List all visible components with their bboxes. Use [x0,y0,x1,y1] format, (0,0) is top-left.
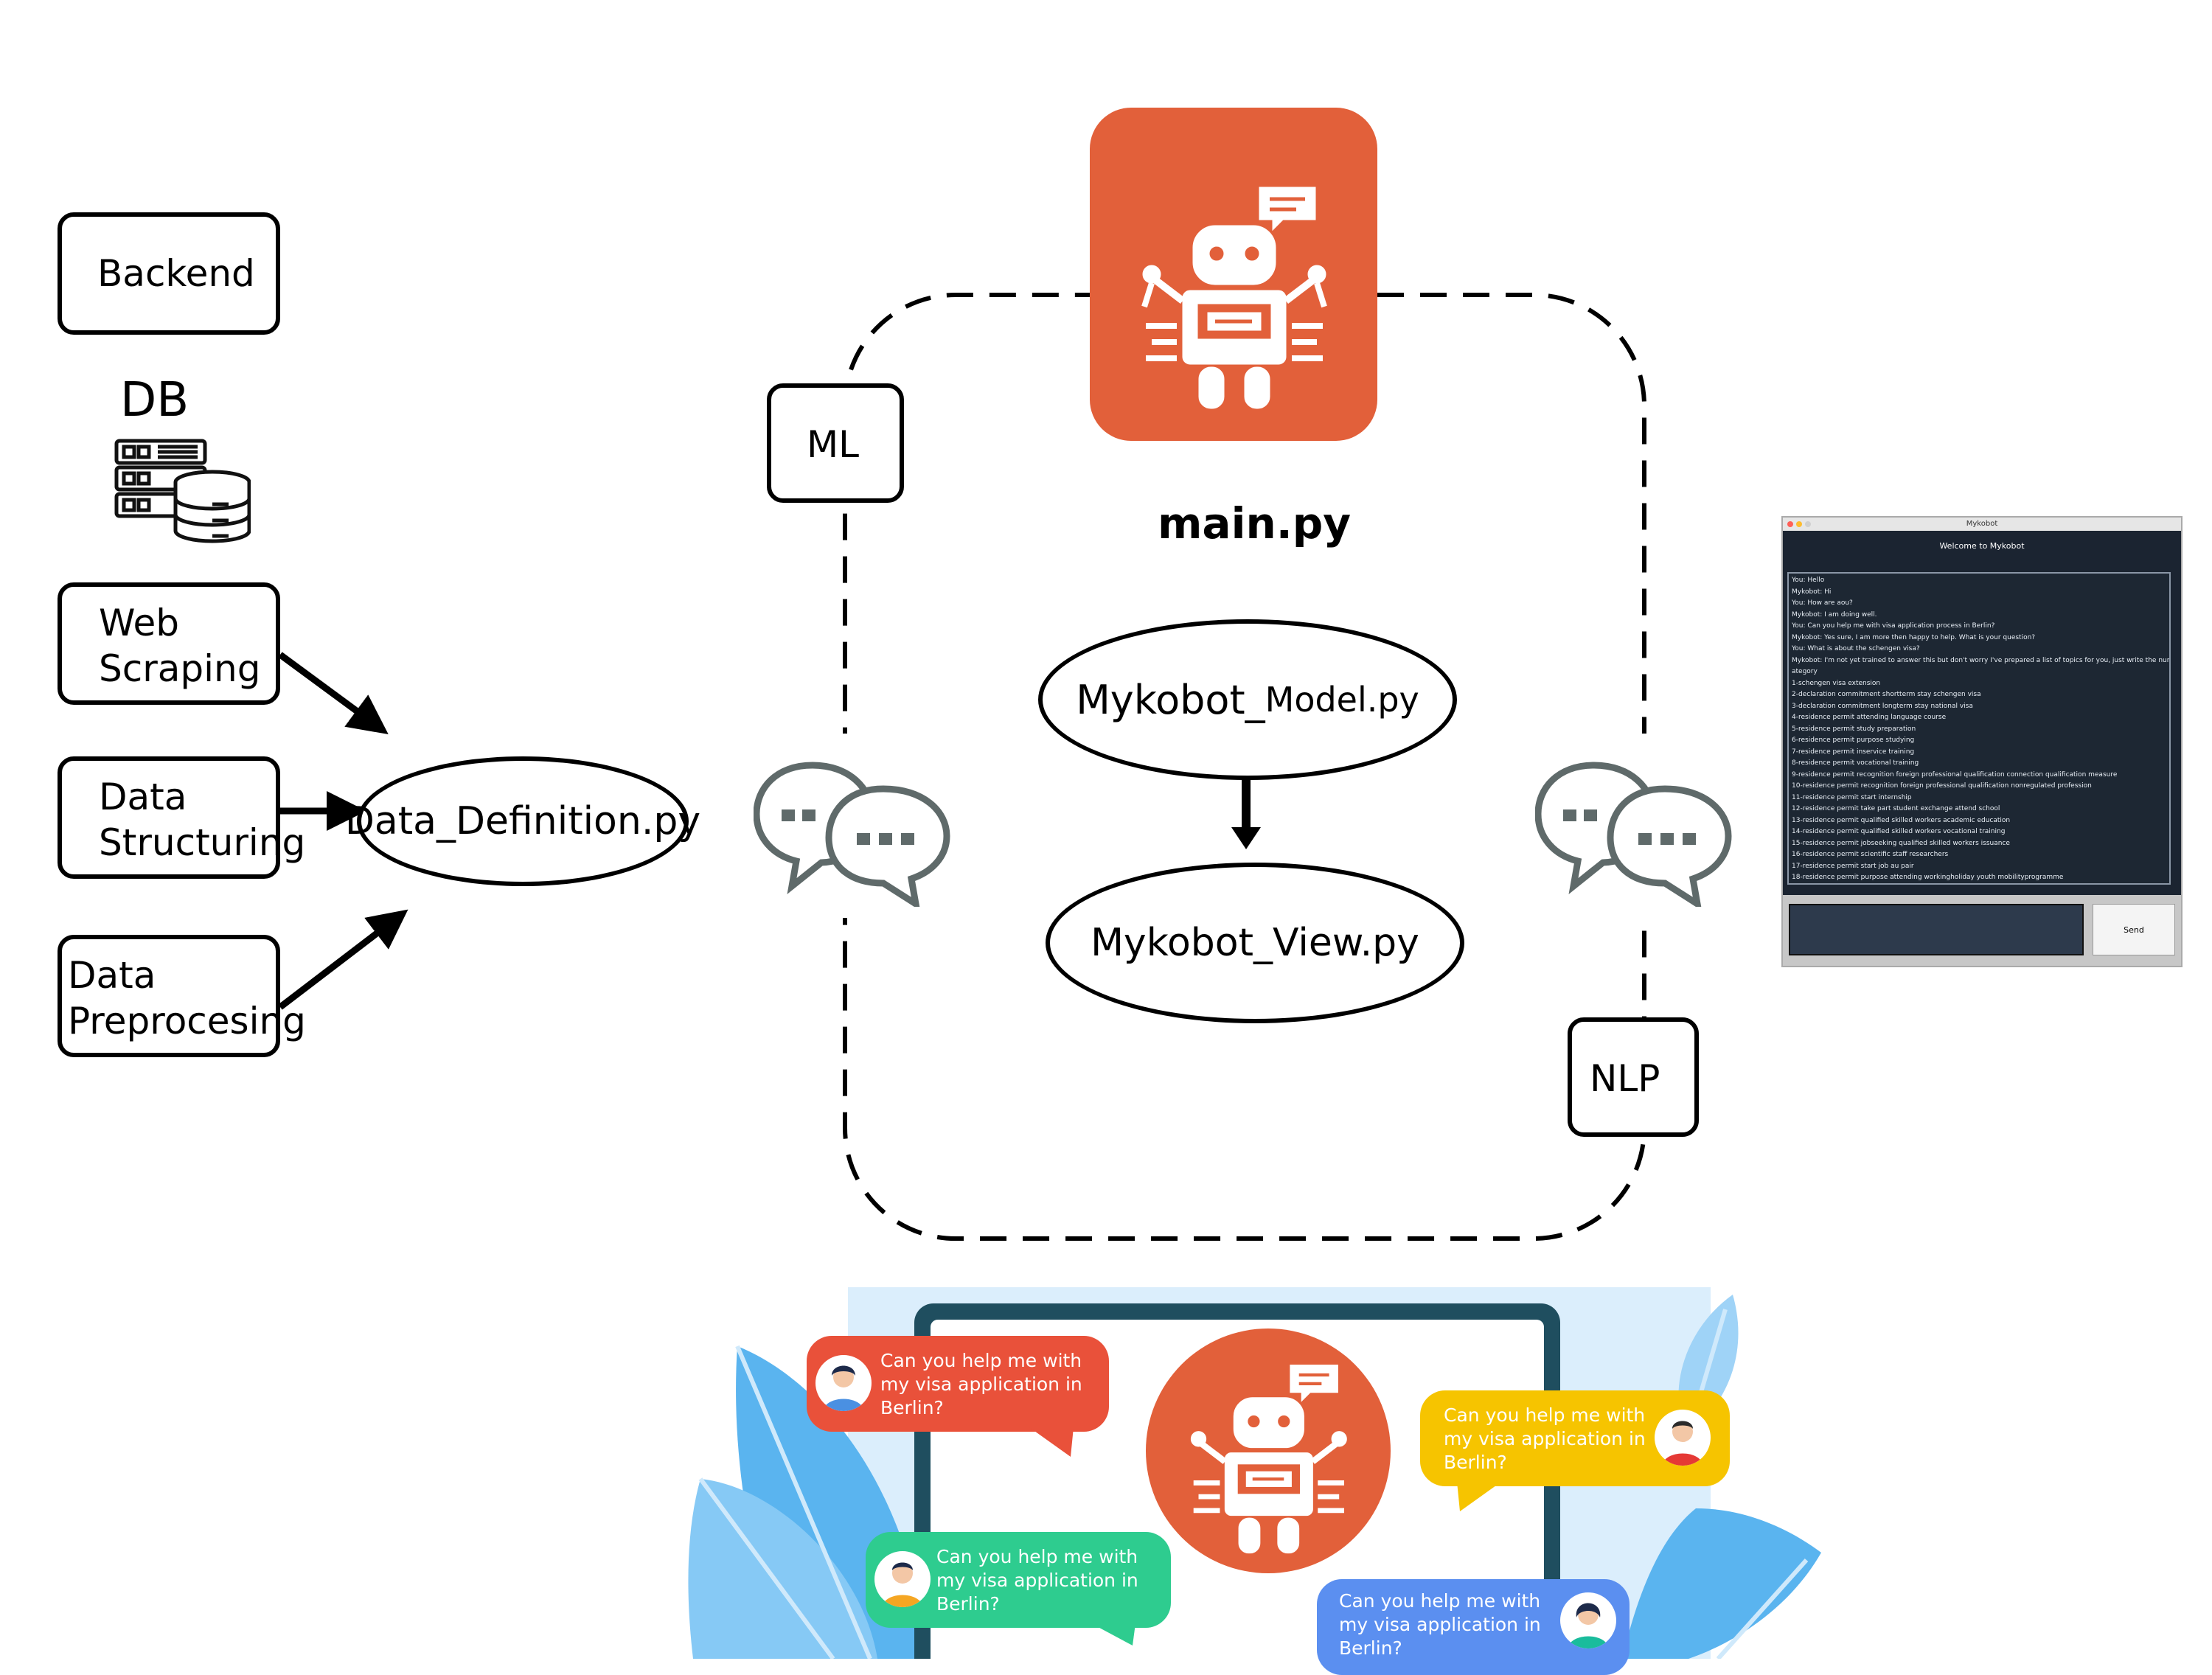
avatar [815,1355,872,1411]
chat-bubble-red: Can you help me with my visa application… [807,1336,1109,1432]
chat-bubble-yellow: Can you help me with my visa application… [1420,1390,1730,1486]
mykobot-model-label-prefix: Mykobot_ [1076,676,1265,723]
chat-bubbles-icon [754,762,950,907]
chat-log-line: You: What is about the schengen visa? [1792,645,1920,652]
data-structuring-box: Data Structuring [58,756,305,879]
leaf-right-1 [1622,1508,1821,1659]
chat-log-line: 15-residence permit jobseeking qualified… [1792,839,2010,847]
web-scraping-label-2: Scraping [99,647,261,690]
mykobot-model-oval: Mykobot_Model.py [1038,619,1457,780]
arrows-to-data-definition [278,652,408,1010]
chat-log-line: 12-residence permit take part student ex… [1792,805,2000,812]
chat-log-line: 3-declaration commitment longterm stay n… [1792,702,1973,710]
chat-log-line: Mykobot: Yes sure, I am more then happy … [1792,633,2036,641]
chat-log-line: 9-residence permit recognition foreign p… [1792,770,2118,779]
data-preprocessing-label-2: Preprocesing [68,1000,306,1042]
db-label: DB [120,373,189,428]
mykobot-view-label: Mykobot_View.py [1091,921,1419,965]
chat-bubble-text: Can you help me with my visa application… [936,1546,1138,1615]
chat-bubble-text: Can you help me with my visa application… [1444,1404,1646,1473]
chat-bubble-green: Can you help me with my visa application… [866,1532,1171,1628]
arrow-model-to-view [1231,779,1261,849]
robot-app-icon [1090,108,1377,441]
chat-log-line: You: Can you help me with visa applicati… [1792,622,1995,630]
chat-log-line: 13-residence permit qualified skilled wo… [1792,816,2011,824]
arrow-data-preprocessing [278,909,408,1010]
data-definition-oval: Data_Definition.py [345,756,700,886]
arrow-web-scraping [278,652,389,735]
chat-bubble-text: Can you help me with my visa application… [880,1350,1082,1418]
ml-box: ML [767,383,904,503]
data-definition-label: Data_Definition.py [344,799,701,843]
web-scraping-box: Web Scraping [58,582,280,705]
chat-log-line: 10-residence permit recognition foreign … [1792,782,2092,790]
mykobot-model-label-suffix: Model.py [1265,680,1419,720]
chat-log-line: 11-residence permit start internship [1792,793,1912,801]
window-title: Mykobot [1966,520,1998,528]
robot-icon [1190,1364,1347,1554]
chat-log-line: 1-schengen visa extension [1792,679,1881,687]
chat-log-line: 2-declaration commitment shortterm stay … [1792,691,1981,698]
send-button[interactable]: Send [2093,904,2175,955]
data-preprocessing-label-1: Data [68,954,156,997]
avatar [1655,1410,1711,1466]
backend-box: Backend [58,212,280,335]
welcome-header: Welcome to Mykobot [1939,541,2025,551]
mykobot-view-oval: Mykobot_View.py [1046,863,1464,1023]
bubble-tail-yellow [1457,1482,1501,1511]
web-scraping-label-1: Web [99,602,180,644]
robot-icon [1141,187,1327,409]
window-titlebar: Mykobot [1783,518,2181,531]
avatar [1560,1592,1616,1648]
chat-bubble-blue: Can you help me with my visa application… [1317,1579,1630,1675]
chat-log-line: Mykobot: Hi [1792,588,1832,596]
minimize-dot [1796,521,1802,527]
message-input[interactable] [1789,904,2084,955]
avatar [874,1551,931,1607]
chat-log-line: Mykobot: I'm not yet trained to answer t… [1792,656,2171,664]
chat-bubbles-icon [1535,762,1732,907]
chat-log-line: 5-residence permit study preparation [1792,725,1916,733]
maximize-dot [1805,521,1811,527]
chat-log-line: 6-residence permit purpose studying [1792,736,1915,744]
data-structuring-label-2: Structuring [99,821,306,864]
close-dot [1787,521,1793,527]
chat-log-line: 18-residence permit purpose attending wo… [1792,874,2064,881]
data-preprocessing-box: Data Preprocesing [58,935,306,1057]
main-py-label: main.py [1158,498,1352,549]
chat-log-line: ategory [1792,668,1818,675]
chat-log-line: 14-residence permit qualified skilled wo… [1792,828,2006,835]
data-structuring-label-1: Data [99,776,187,818]
nlp-label: NLP [1590,1057,1660,1100]
bubble-tail-red [1029,1427,1074,1457]
nlp-box: NLP [1568,1017,1699,1137]
chat-log-line: Mykobot: I am doing well. [1792,610,1877,619]
chat-log-line: 16-residence permit scientific staff res… [1792,851,1949,858]
chat-log-line: You: Hello [1792,577,1825,584]
ml-label: ML [807,423,859,466]
chat-log-line: 7-residence permit inservice training [1792,748,1915,756]
chat-bubble-text: Can you help me with my visa application… [1339,1590,1541,1659]
robot-circle [1146,1328,1391,1573]
database-icon [114,439,251,543]
input-area: Send [1783,895,2181,966]
backend-label: Backend [97,252,255,295]
chat-log-line: 8-residence permit vocational training [1792,759,1919,767]
chat-log-line: 4-residence permit attending language co… [1792,714,1947,721]
chat-log-line: You: How are aou? [1792,599,1853,607]
bubble-tail-green [1091,1623,1135,1646]
chat-log-line: 17-residence permit start job au pair [1792,862,1914,870]
